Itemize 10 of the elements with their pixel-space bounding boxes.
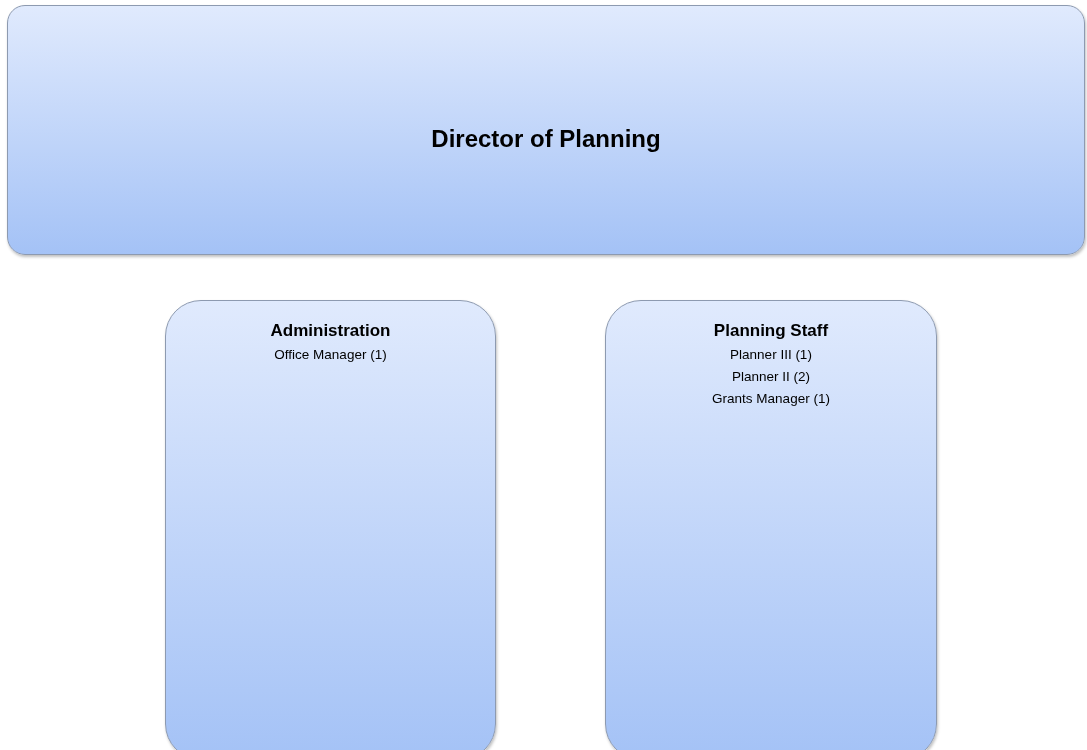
org-unit-box	[7, 5, 1085, 255]
position-text: Planner II (2)	[731, 367, 810, 386]
position-text: Planner III (1)	[730, 345, 812, 364]
position-text: Grants Manager (1)	[712, 390, 830, 409]
org-unit-box	[605, 300, 937, 750]
position-text: Office Manager (1)	[274, 345, 387, 364]
unit-title: Administration	[270, 320, 391, 342]
unit-title: Director of Planning	[431, 124, 661, 154]
org-unit-box	[165, 300, 496, 750]
unit-title: Planning Staff	[713, 320, 829, 342]
